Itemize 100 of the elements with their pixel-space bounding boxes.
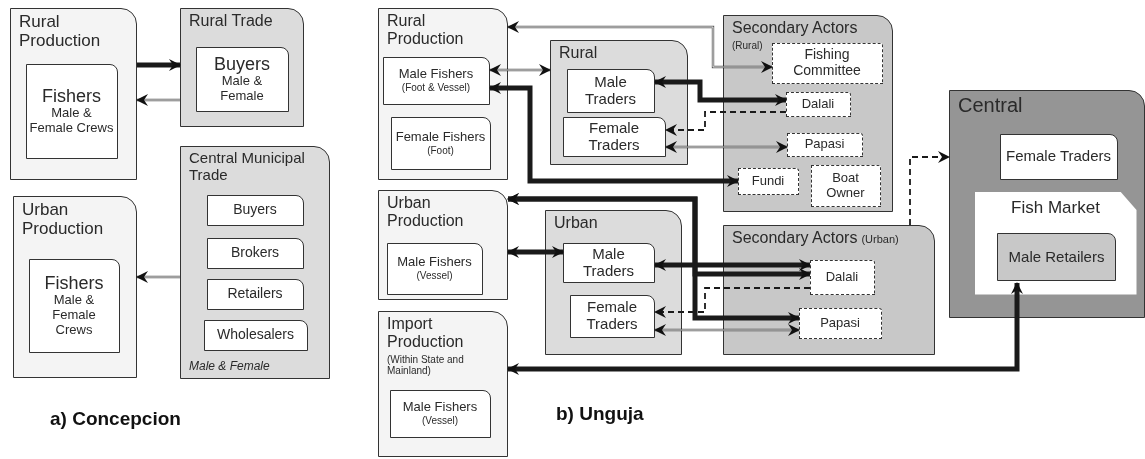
actor-box xyxy=(810,164,881,207)
arrow xyxy=(507,282,1023,375)
role-name: Dalali xyxy=(800,96,836,112)
role-name: Male Fishers xyxy=(396,255,473,270)
group-panel xyxy=(949,90,1145,318)
arrow xyxy=(507,193,800,324)
role-box xyxy=(562,116,666,157)
role-name: Female Traders xyxy=(1004,148,1112,165)
panel-subtitle: (Urban) xyxy=(861,233,899,246)
panel-subtitle: (Within State and Mainland) xyxy=(386,353,465,377)
group-panel xyxy=(378,8,508,180)
group-panel xyxy=(180,146,330,379)
role-name: Female Traders xyxy=(585,299,639,333)
role-name: Fishers xyxy=(41,86,102,107)
actor-box xyxy=(809,259,875,295)
role-box xyxy=(390,116,491,170)
panel-caption: a) Concepcion xyxy=(50,408,181,430)
panel-title: Secondary Actors xyxy=(731,18,859,38)
role-box xyxy=(389,389,491,438)
panel-title: Urban Production xyxy=(386,193,465,231)
role-name: Male Retailers xyxy=(1007,248,1106,266)
role-detail: Male & Female Crews xyxy=(28,106,115,136)
panel-title: Urban xyxy=(553,213,599,233)
group-panel xyxy=(10,8,137,180)
double-line-arrow xyxy=(507,21,773,73)
role-name: Wholesalers xyxy=(216,327,295,343)
actor-box xyxy=(798,307,882,339)
role-detail: (Foot & Vessel) xyxy=(400,82,472,94)
double-line-arrow xyxy=(136,94,181,106)
dashed-arrow xyxy=(909,151,950,226)
group-panel xyxy=(180,8,304,127)
dashed-arrow xyxy=(665,111,787,136)
group-panel xyxy=(378,311,508,457)
group-panel xyxy=(378,190,508,300)
actor-box xyxy=(737,167,799,195)
role-name: Male Traders xyxy=(581,245,636,280)
market-panel xyxy=(974,191,1137,295)
role-name: Female Traders xyxy=(587,119,641,154)
arrow xyxy=(654,259,811,271)
group-panel xyxy=(545,210,682,355)
group-panel xyxy=(723,225,935,355)
actor-box xyxy=(786,132,863,157)
arrow xyxy=(654,76,787,106)
role-box xyxy=(562,242,655,283)
role-name: Male Fishers xyxy=(397,67,475,82)
panel-title: Rural Trade xyxy=(188,11,274,31)
role-box xyxy=(386,242,483,295)
double-line-arrow xyxy=(489,64,551,76)
role-name: Papasi xyxy=(819,315,861,331)
dashed-arrow xyxy=(654,287,811,318)
panel-subtitle: (Rural) xyxy=(731,39,764,52)
role-name: Retailers xyxy=(226,286,284,302)
panel-title: Rural xyxy=(558,43,599,63)
panel-title: Central Municipal Trade xyxy=(188,148,306,185)
role-box xyxy=(28,258,120,353)
role-name: Dalali xyxy=(824,269,860,285)
role-box xyxy=(569,294,655,338)
panel-title: Urban Production xyxy=(21,199,105,241)
role-name: Brokers xyxy=(229,245,281,261)
role-box xyxy=(25,63,118,159)
role-box xyxy=(203,319,308,351)
role-box xyxy=(997,233,1116,281)
panel-caption: b) Unguja xyxy=(556,403,644,425)
role-box xyxy=(206,237,304,269)
group-panel xyxy=(723,15,893,212)
role-box xyxy=(206,194,304,226)
role-name: Fishers xyxy=(43,273,105,294)
role-name: Fundi xyxy=(750,173,786,189)
role-detail: (Foot) xyxy=(426,144,455,156)
panel-title: Central xyxy=(957,93,1024,118)
role-box xyxy=(206,278,304,310)
role-box xyxy=(999,133,1118,180)
role-detail: (Vessel) xyxy=(415,270,454,282)
role-name: Buyers xyxy=(213,54,271,75)
group-panel xyxy=(13,196,137,378)
panel-title: Import Production xyxy=(386,314,465,352)
role-name: Boat Owner xyxy=(825,170,866,201)
panel-title: Fish Market xyxy=(1010,196,1101,219)
group-panel xyxy=(550,40,688,165)
role-name: Fishing Committee xyxy=(792,47,862,79)
role-box xyxy=(195,46,289,112)
role-detail: Male & Female xyxy=(220,74,264,104)
role-box xyxy=(566,68,655,113)
double-line-arrow xyxy=(136,271,181,283)
actor-box xyxy=(771,42,883,84)
arrow xyxy=(507,246,564,258)
role-name: Papasi xyxy=(803,137,846,152)
arrow xyxy=(137,59,181,71)
role-name: Buyers xyxy=(232,202,278,218)
role-name: Male Traders xyxy=(583,73,638,108)
panel-title: Rural Production xyxy=(386,11,465,49)
role-name: Male Fishers xyxy=(401,400,479,415)
role-detail: Male & Female Crews xyxy=(51,293,97,338)
double-line-arrow xyxy=(654,324,800,336)
actor-box xyxy=(785,91,851,117)
arrow xyxy=(489,82,739,187)
panel-title: Secondary Actors xyxy=(732,229,858,247)
panel-title: Rural Production xyxy=(18,11,102,53)
double-line-arrow xyxy=(665,141,788,153)
role-name: Female Fishers xyxy=(394,129,487,145)
